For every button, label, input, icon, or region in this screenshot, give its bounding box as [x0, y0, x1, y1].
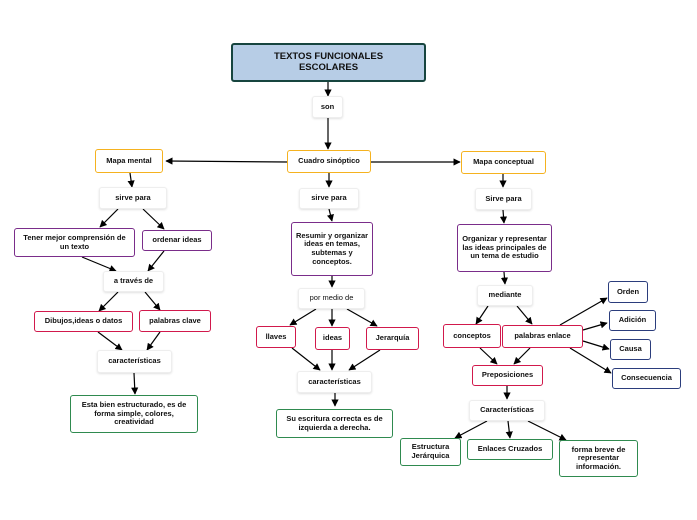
edge-mapamental-sirve [127, 172, 135, 188]
llaves-node[interactable]: llaves [256, 326, 296, 348]
edge-caract-estructura [454, 420, 488, 439]
edge-cuadro-mapamental [165, 157, 288, 165]
edge-enlace-orden [559, 297, 608, 326]
edge-caract-enlaces [505, 420, 513, 439]
edge-caract-formabreve [527, 420, 567, 441]
mediante-node[interactable]: mediante [477, 285, 533, 306]
edge-pormedio-jerarquia [346, 308, 378, 327]
edge-sirve-ordenar [142, 208, 165, 230]
su-escritura-node[interactable]: Su escritura correcta es de izquierda a … [276, 409, 393, 438]
a-traves-de-node[interactable]: a través de [103, 271, 164, 292]
caracteristicas-cs-node[interactable]: características [297, 371, 372, 393]
edge-llaves-caract [291, 347, 321, 371]
son-node[interactable]: son [312, 96, 343, 118]
edge-sirve-organizar [499, 209, 508, 224]
ordenar-ideas-node[interactable]: ordenar ideas [142, 230, 212, 251]
edge-caract-estabien [131, 372, 139, 395]
orden-node[interactable]: Orden [608, 281, 648, 303]
conceptos-node[interactable]: conceptos [443, 324, 501, 348]
edge-mediante-conceptos [475, 305, 489, 325]
mapa-conceptual-node[interactable]: Mapa conceptual [461, 151, 546, 174]
mapa-mental-node[interactable]: Mapa mental [95, 149, 163, 173]
esta-bien-node[interactable]: Esta bien estructurado, es de forma simp… [70, 395, 198, 433]
edge-enlace-consecuencia [569, 347, 612, 374]
palabras-enlace-node[interactable]: palabras enlace [502, 325, 583, 348]
edge-atraves-dibujos [98, 291, 119, 312]
edge-enlace-causa [582, 340, 610, 351]
causa-node[interactable]: Causa [610, 339, 651, 360]
por-medio-de-node[interactable]: por medio de [298, 288, 365, 309]
main-title-node[interactable]: TEXTOS FUNCIONALES ESCOLARES [231, 43, 426, 82]
organizar-representar-node[interactable]: Organizar y representar las ideas princi… [457, 224, 552, 272]
edge-jerarquia-caract [348, 349, 381, 371]
edge-pormedio-llaves [289, 308, 317, 326]
edge-tener-atraves [81, 256, 117, 272]
cuadro-sinoptico-node[interactable]: Cuadro sinóptico [287, 150, 371, 173]
forma-breve-node[interactable]: forma breve de representar información. [559, 440, 638, 477]
edge-conceptos-preposiciones [479, 347, 498, 365]
edge-ordenar-atraves [147, 250, 165, 272]
ideas-node[interactable]: ideas [315, 327, 350, 350]
sirve-para-mc-node[interactable]: Sirve para [475, 188, 532, 210]
caracteristicas-mc-node[interactable]: Características [469, 400, 545, 421]
resumir-organizar-node[interactable]: Resumir y organizar ideas en temas, subt… [291, 222, 373, 276]
edge-atraves-palabras [144, 291, 161, 311]
dibujos-ideas-node[interactable]: Dibujos,ideas o datos [34, 311, 133, 332]
sirve-para-mm-node[interactable]: sirve para [99, 187, 167, 209]
enlaces-cruzados-node[interactable]: Enlaces Cruzados [467, 439, 553, 460]
jerarquia-node[interactable]: Jerarquía [366, 327, 419, 350]
caracteristicas-mm-node[interactable]: características [97, 350, 172, 373]
sirve-para-cs-node[interactable]: sirve para [299, 188, 359, 209]
tener-comprension-node[interactable]: Tener mejor comprensión de un texto [14, 228, 135, 257]
estructura-jerarquica-node[interactable]: Estructura Jerárquica [400, 438, 461, 466]
preposiciones-node[interactable]: Preposiciones [472, 365, 543, 386]
edge-palabras-caract [146, 331, 161, 351]
edge-organizar-mediante [500, 271, 509, 285]
edge-dibujos-caract [97, 331, 123, 351]
edge-sirve-tener [99, 208, 119, 228]
consecuencia-node[interactable]: Consecuencia [612, 368, 681, 389]
edge-sirve-resumir [326, 208, 334, 222]
adicion-node[interactable]: Adición [609, 310, 656, 331]
palabras-clave-node[interactable]: palabras clave [139, 310, 211, 332]
edge-enlace-adicion [582, 321, 608, 331]
edge-mediante-enlace [516, 305, 533, 325]
edge-enlace-preposiciones [513, 347, 531, 365]
